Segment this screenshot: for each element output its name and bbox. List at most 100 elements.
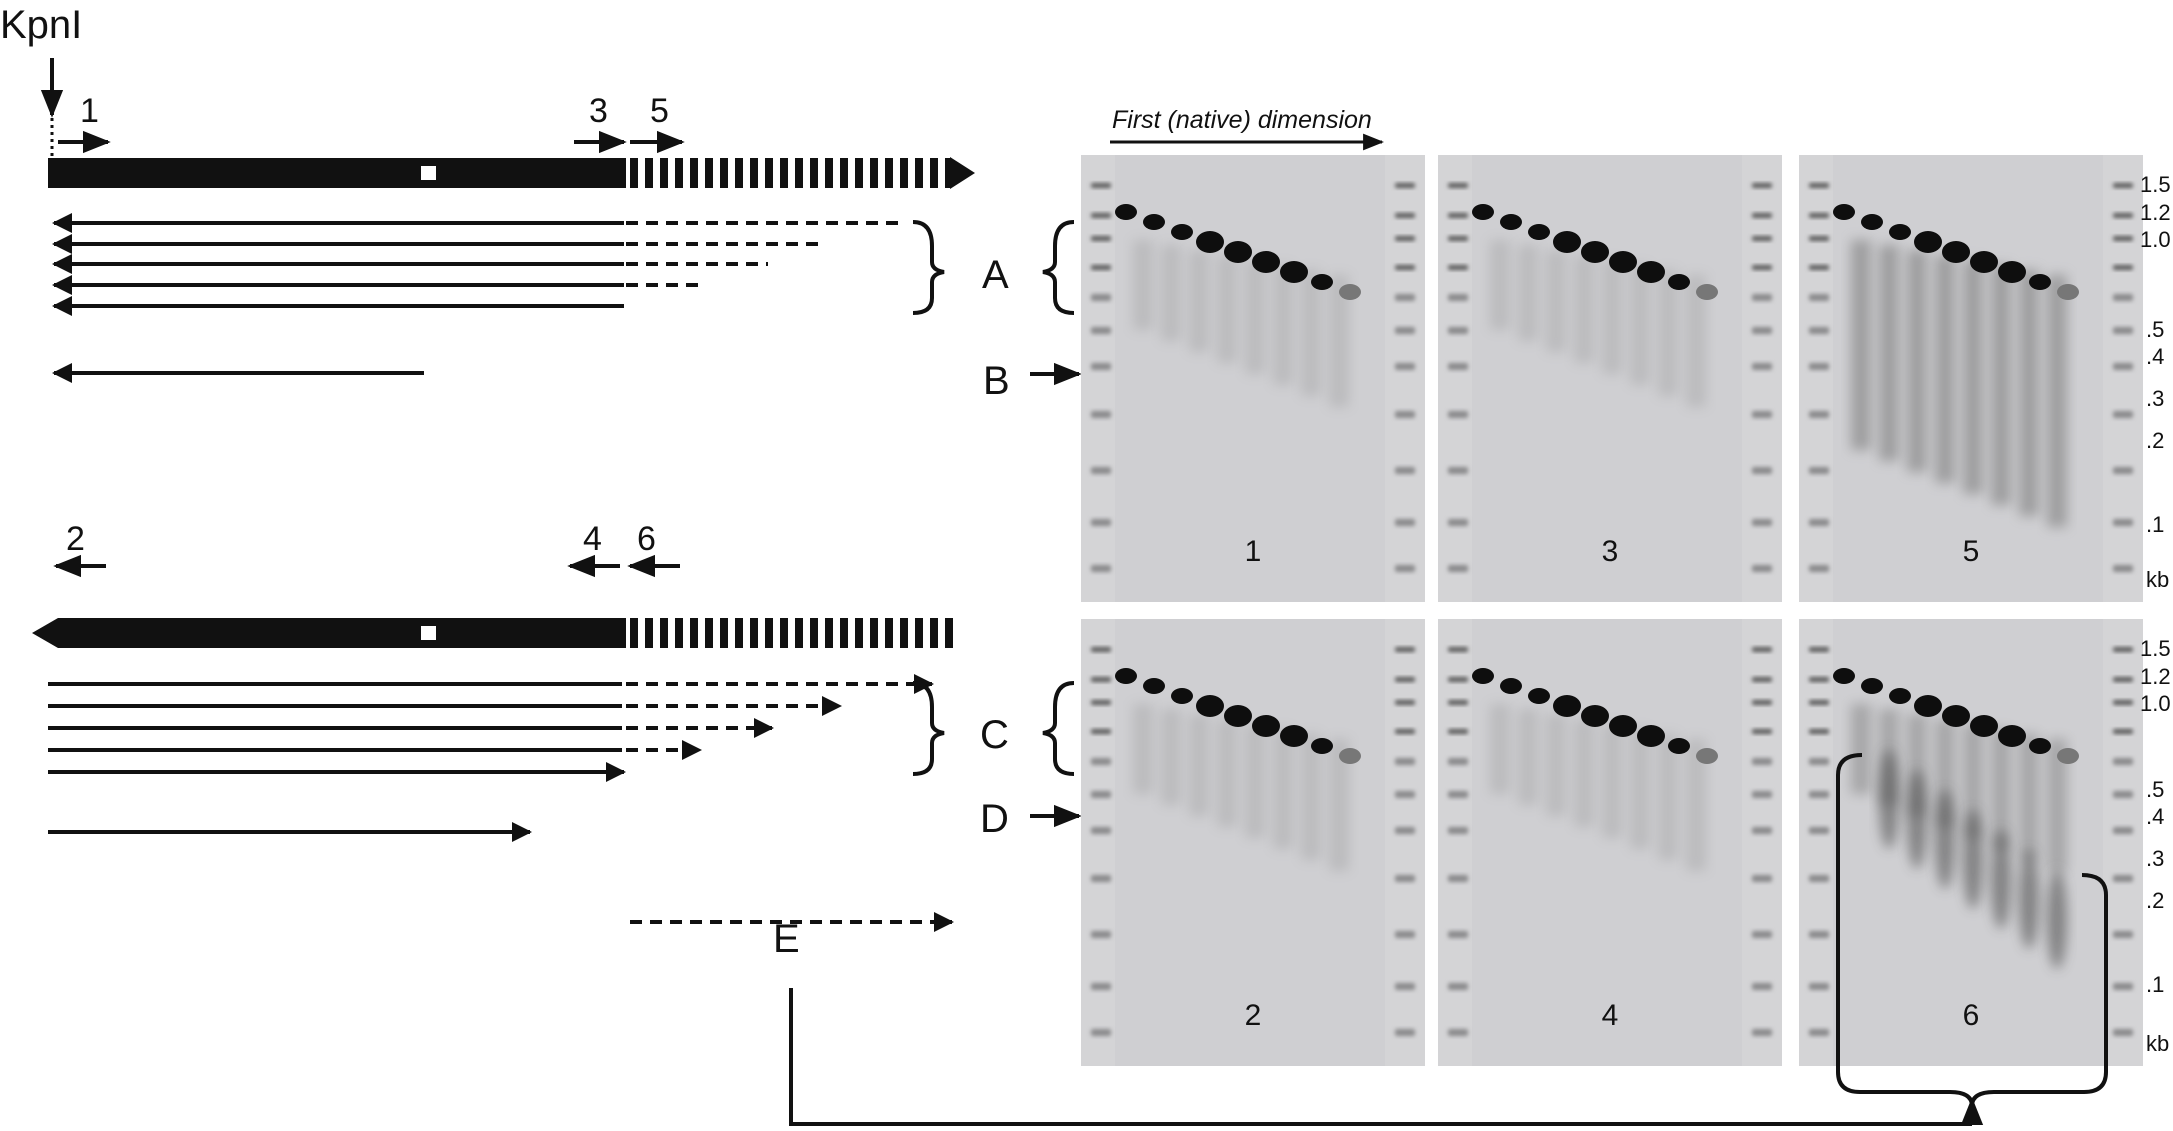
ladder-band (1752, 519, 1772, 526)
ladder-band (1091, 1029, 1111, 1036)
smear-lane (1630, 265, 1650, 385)
ladder-band (1809, 791, 1829, 798)
blot-band (1339, 748, 1361, 764)
ladder-band (1809, 183, 1829, 188)
smear-lane (1574, 719, 1594, 827)
smear-lane (1133, 704, 1153, 794)
ladder-band (1809, 1029, 1829, 1036)
ladder-band (1448, 213, 1468, 218)
ladder-band (1809, 931, 1829, 938)
ladder-band (1395, 875, 1415, 882)
ladder-band (1091, 213, 1111, 218)
size-label-bottom-0.1: .1 (2146, 972, 2164, 997)
dimension-label: First (native) dimension (1112, 106, 1372, 134)
panel-number-2: 2 (1245, 999, 1262, 1032)
ladder-band (1809, 983, 1829, 990)
ladder-band (1448, 327, 1468, 334)
ladder-band (1091, 827, 1111, 834)
smear-lane (1574, 255, 1594, 363)
ladder-band (1752, 183, 1772, 188)
kpni-label: KpnI (0, 3, 82, 47)
size-label-top-1.5: 1.5 (2140, 172, 2171, 197)
blot-panel-5: 5 (1799, 155, 2143, 602)
ladder-band (1809, 411, 1829, 418)
size-unit-bottom: kb (2146, 1031, 2169, 1056)
downstream-striped-region-reverse (628, 618, 954, 648)
ladder-band (1395, 363, 1415, 370)
smear-lane (1518, 709, 1538, 805)
blot-band (1196, 231, 1224, 253)
smear-lane (1217, 255, 1237, 363)
size-label-bottom-1.0: 1.0 (2140, 691, 2171, 716)
blot-band (1115, 204, 1137, 220)
blot-band (1252, 251, 1280, 273)
blot-panel-3: 3 (1438, 155, 1782, 602)
primer-3-label: 3 (589, 92, 608, 130)
smear-lane (1273, 265, 1293, 385)
blot-band (1581, 241, 1609, 263)
ladder-band (1091, 875, 1111, 882)
smear-lane (1301, 270, 1321, 396)
blot-band (1171, 224, 1193, 240)
ladder-band (1448, 875, 1468, 882)
ladder-band (1752, 827, 1772, 834)
ladder-band (2113, 791, 2133, 798)
ladder-band (1091, 677, 1111, 682)
panel-6-smear-brace (1836, 753, 2108, 1107)
ladder-band (2113, 467, 2133, 474)
smear-lane (1273, 729, 1293, 849)
blot-band (1942, 241, 1970, 263)
brace-c-right (1042, 681, 1075, 776)
ladder-band (1809, 758, 1829, 765)
smear-lane (1658, 270, 1678, 396)
ladder-band (1395, 183, 1415, 188)
primer-5-label: 5 (650, 92, 669, 130)
ladder-band (1395, 565, 1415, 572)
ladder-band (2113, 183, 2133, 188)
ladder-band (1752, 729, 1772, 734)
ladder-band (1809, 363, 1829, 370)
ladder-band (1395, 729, 1415, 734)
size-scale-bottom: 1.5 1.2 1.0 .5 .4 .3 .2 .1 kb (2140, 636, 2171, 1056)
ladder-band (1448, 647, 1468, 652)
size-label-bottom-0.3: .3 (2146, 846, 2164, 871)
smear-lane (1245, 260, 1265, 374)
ladder-band (1091, 647, 1111, 652)
ladder-band (1395, 213, 1415, 218)
label-d: D (980, 797, 1009, 841)
ladder-band (1809, 213, 1829, 218)
ladder-band (1448, 467, 1468, 474)
smear-lane (1658, 734, 1678, 860)
smear-lane (1301, 734, 1321, 860)
smear-lane (2019, 270, 2039, 516)
ladder-band (1395, 931, 1415, 938)
coding-region-bar-reverse (32, 618, 626, 648)
smear-spot (1935, 789, 1955, 889)
blot-panel-4: 4 (1438, 619, 1782, 1066)
ladder-band (1752, 565, 1772, 572)
coding-region-marker-reverse (421, 626, 436, 640)
smear-lane (1630, 729, 1650, 849)
ladder-band (1809, 467, 1829, 474)
ladder-band (2113, 565, 2133, 572)
blot-band (1889, 688, 1911, 704)
blot-band (1472, 668, 1494, 684)
smear-lane (2047, 739, 2067, 871)
panel-number-1: 1 (1245, 535, 1262, 568)
ladder-band (2113, 294, 2133, 301)
ladder-band (1091, 519, 1111, 526)
ladder-band (1091, 700, 1111, 705)
ladder-band (1448, 294, 1468, 301)
smear-lane (1161, 245, 1181, 341)
smear-spot (1991, 829, 2011, 929)
smear-lane (1907, 250, 1927, 472)
ladder-band (1395, 467, 1415, 474)
blot-band (1914, 231, 1942, 253)
blot-band (1500, 678, 1522, 694)
brace-a-right (1042, 220, 1075, 315)
blot-band (1528, 688, 1550, 704)
smear-lane (1518, 245, 1538, 341)
blot-band (1224, 241, 1252, 263)
ladder-band (1809, 327, 1829, 334)
ladder-band (1395, 677, 1415, 682)
